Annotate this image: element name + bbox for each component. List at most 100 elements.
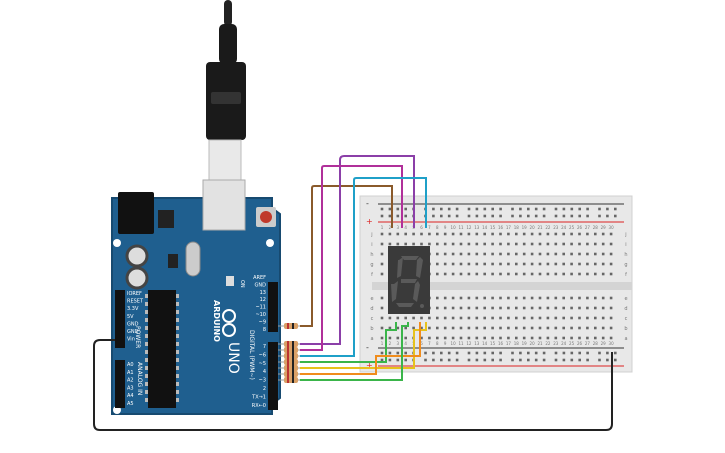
breadboard-hole[interactable] [443,272,447,276]
breadboard-hole[interactable] [491,351,494,355]
breadboard-hole[interactable] [606,358,609,362]
breadboard-hole[interactable] [396,336,400,340]
breadboard-hole[interactable] [586,336,589,340]
breadboard-hole[interactable] [515,262,518,266]
breadboard-hole[interactable] [542,207,546,211]
breadboard-hole[interactable] [380,242,384,246]
breadboard-hole[interactable] [578,272,581,276]
wire-magenta[interactable] [300,165,403,351]
breadboard-hole[interactable] [554,262,558,266]
breadboard-hole[interactable] [534,351,538,355]
breadboard-hole[interactable] [601,272,605,276]
breadboard-hole[interactable] [443,336,447,340]
breadboard-hole[interactable] [380,336,384,340]
breadboard-hole[interactable] [609,306,613,310]
breadboard-hole[interactable] [542,351,546,355]
breadboard-hole[interactable] [538,306,542,310]
breadboard-hole[interactable] [530,252,534,256]
breadboard-hole[interactable] [601,242,605,246]
breadboard-hole[interactable] [530,232,534,236]
breadboard-hole[interactable] [554,306,558,310]
breadboard-hole[interactable] [578,306,581,310]
breadboard-hole[interactable] [467,207,471,211]
breadboard-hole[interactable] [546,326,550,330]
breadboard-hole[interactable] [562,358,566,362]
breadboard-hole[interactable] [562,242,565,246]
breadboard-hole[interactable] [420,326,423,330]
breadboard-hole[interactable] [499,351,502,355]
breadboard-hole[interactable] [586,252,589,256]
breadboard-hole[interactable] [443,232,447,236]
breadboard-hole[interactable] [455,207,459,211]
breadboard-hole[interactable] [420,316,423,320]
breadboard-hole[interactable] [511,358,514,362]
breadboard-hole[interactable] [570,326,573,330]
breadboard-hole[interactable] [396,207,400,211]
breadboard-hole[interactable] [530,306,534,310]
breadboard-hole[interactable] [451,272,455,276]
breadboard-hole[interactable] [436,326,439,330]
breadboard-hole[interactable] [404,242,407,246]
breadboard-hole[interactable] [601,262,605,266]
breadboard-hole[interactable] [598,207,601,211]
breadboard-hole[interactable] [491,336,494,340]
breadboard-hole[interactable] [570,336,573,340]
breadboard-hole[interactable] [519,207,522,211]
breadboard-hole[interactable] [562,272,565,276]
breadboard-hole[interactable] [562,316,565,320]
breadboard-hole[interactable] [507,336,510,340]
breadboard-hole[interactable] [475,296,479,300]
breadboard-hole[interactable] [467,336,471,340]
breadboard-hole[interactable] [499,242,502,246]
breadboard-hole[interactable] [440,207,443,211]
breadboard-hole[interactable] [380,252,384,256]
breadboard-hole[interactable] [614,351,617,355]
breadboard-hole[interactable] [475,351,479,355]
breadboard-hole[interactable] [499,358,502,362]
breadboard-hole[interactable] [388,316,392,320]
breadboard-hole[interactable] [562,306,565,310]
wire-green-2[interactable] [300,322,409,381]
breadboard-hole[interactable] [436,296,439,300]
breadboard-hole[interactable] [499,272,502,276]
breadboard-hole[interactable] [396,242,400,246]
breadboard-hole[interactable] [443,316,447,320]
breadboard-hole[interactable] [443,262,447,266]
breadboard-hole[interactable] [459,242,463,246]
breadboard-hole[interactable] [546,296,550,300]
breadboard-hole[interactable] [483,272,486,276]
breadboard-hole[interactable] [424,358,427,362]
breadboard-hole[interactable] [451,306,455,310]
breadboard-hole[interactable] [515,232,518,236]
breadboard-hole[interactable] [388,326,392,330]
breadboard-hole[interactable] [388,242,392,246]
breadboard-hole[interactable] [601,316,605,320]
breadboard-hole[interactable] [475,326,479,330]
breadboard-hole[interactable] [515,326,518,330]
breadboard-hole[interactable] [475,252,479,256]
breadboard-hole[interactable] [594,306,597,310]
breadboard-hole[interactable] [499,262,502,266]
breadboard-hole[interactable] [475,306,479,310]
breadboard-hole[interactable] [459,336,463,340]
breadboard-hole[interactable] [507,306,510,310]
breadboard-hole[interactable] [475,336,479,340]
breadboard-hole[interactable] [530,242,534,246]
breadboard-hole[interactable] [432,358,435,362]
breadboard-hole[interactable] [428,232,431,236]
breadboard-hole[interactable] [447,351,451,355]
breadboard-hole[interactable] [609,252,613,256]
breadboard-hole[interactable] [570,207,574,211]
breadboard-hole[interactable] [562,207,566,211]
breadboard-hole[interactable] [586,296,589,300]
breadboard-hole[interactable] [554,296,558,300]
breadboard-hole[interactable] [380,207,384,211]
breadboard-hole[interactable] [459,232,463,236]
breadboard-hole[interactable] [530,262,534,266]
wire-orange[interactable] [300,322,421,375]
breadboard-hole[interactable] [546,252,550,256]
breadboard-hole[interactable] [538,242,542,246]
breadboard-hole[interactable] [578,296,581,300]
breadboard-hole[interactable] [578,326,581,330]
breadboard-hole[interactable] [447,214,451,218]
